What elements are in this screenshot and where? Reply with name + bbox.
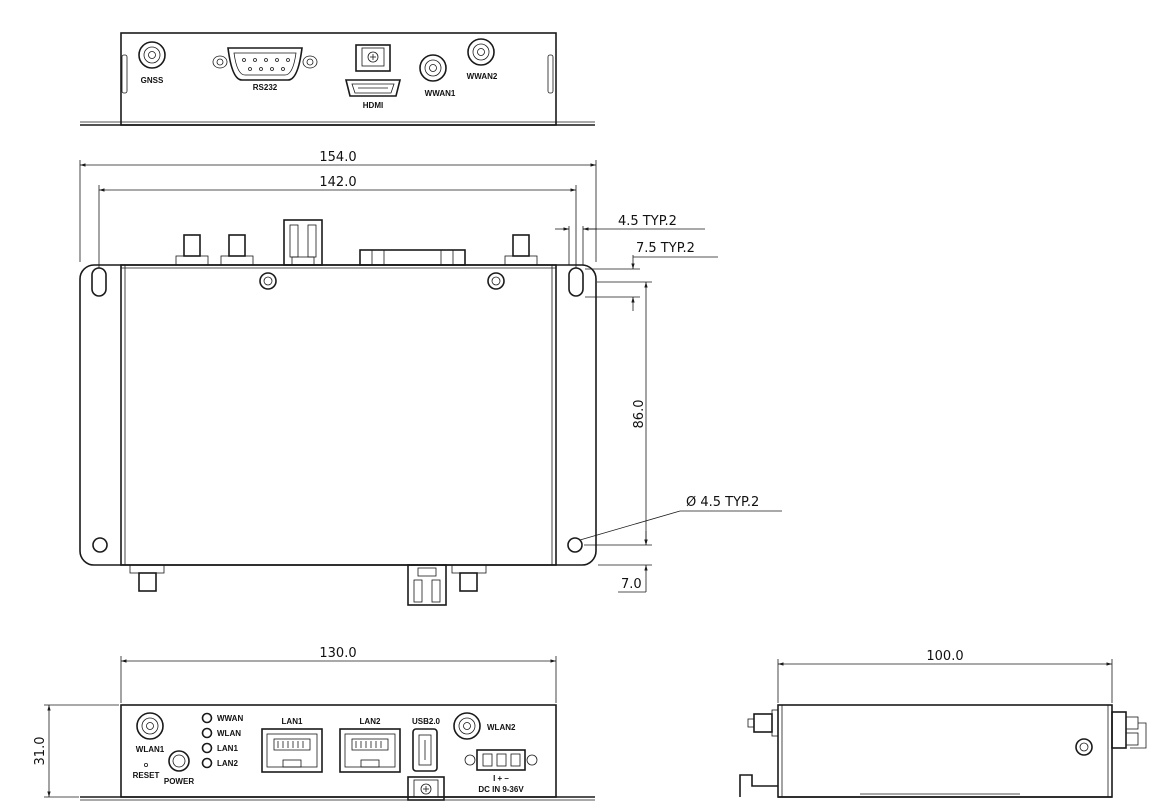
plan-top-connectors [175, 219, 538, 266]
dc-in-label: DC IN 9-36V [478, 785, 524, 794]
led-lan1-label: LAN1 [217, 744, 238, 753]
usb-port [412, 728, 438, 772]
dim-side-depth: 100.0 [926, 649, 963, 664]
plan-view: 154.0 142.0 4.5 TYP.2 7.5 TYP.2 86.0 Ø 4… [79, 150, 782, 606]
dim-slot-width: 4.5 TYP.2 [618, 214, 677, 229]
reset-pinhole [143, 763, 148, 768]
side-antenna-left [747, 709, 779, 737]
wlan2-label: WLAN2 [487, 723, 516, 732]
power-label: POWER [164, 777, 194, 786]
usb-label: USB2.0 [412, 717, 441, 726]
reset-label: RESET [133, 771, 160, 780]
hdmi-connector [344, 79, 402, 97]
wwan1-label: WWAN1 [425, 89, 456, 98]
front-view: 130.0 31.0 WLAN1 RESET POWER WWAN [33, 646, 595, 801]
lan1-port [261, 728, 323, 773]
led-wlan-label: WLAN [217, 729, 241, 738]
mounting-hole-right [567, 537, 583, 553]
led-wwan-label: WWAN [217, 714, 243, 723]
dim-overall-width: 154.0 [319, 150, 356, 165]
lan1-label: LAN1 [282, 717, 303, 726]
dim-bottom-offset: 7.0 [621, 577, 642, 592]
dim-hole-diameter: Ø 4.5 TYP.2 [686, 495, 759, 510]
dim-hole-pitch-vertical: 86.0 [632, 400, 647, 429]
lan2-port [339, 728, 401, 773]
dim-slot-length: 7.5 TYP.2 [636, 241, 695, 256]
mounting-hole-left [92, 537, 108, 553]
dim-hole-spacing: 142.0 [319, 175, 356, 190]
dim-front-height: 31.0 [33, 737, 48, 766]
led-indicators [201, 712, 213, 769]
mounting-slot-left [91, 267, 107, 297]
lan2-label: LAN2 [360, 717, 381, 726]
dc-plug-front [407, 776, 445, 801]
gnss-connector [138, 41, 166, 69]
wlan2-connector [453, 712, 481, 740]
rs232-connector [212, 47, 318, 81]
dc-pins-label: I + – [493, 774, 509, 783]
dim-front-width: 130.0 [319, 646, 356, 661]
wlan1-connector [136, 712, 164, 740]
wlan1-label: WLAN1 [136, 745, 165, 754]
top-view: GNSS RS232 [80, 32, 595, 126]
dc-terminal-block [464, 749, 538, 771]
power-button [168, 750, 190, 772]
side-view: 100.0 [739, 649, 1147, 798]
mounting-slot-right [568, 267, 584, 297]
plan-bottom-connectors [129, 564, 487, 606]
hdmi-label: HDMI [363, 101, 383, 110]
side-connector-right [1111, 711, 1147, 749]
gnss-label: GNSS [141, 76, 164, 85]
wwan2-label: WWAN2 [467, 72, 498, 81]
wwan2-connector [467, 38, 495, 66]
wwan1-connector [419, 54, 447, 82]
dc-plug-top [355, 44, 391, 72]
led-lan2-label: LAN2 [217, 759, 238, 768]
rs232-label: RS232 [253, 83, 278, 92]
